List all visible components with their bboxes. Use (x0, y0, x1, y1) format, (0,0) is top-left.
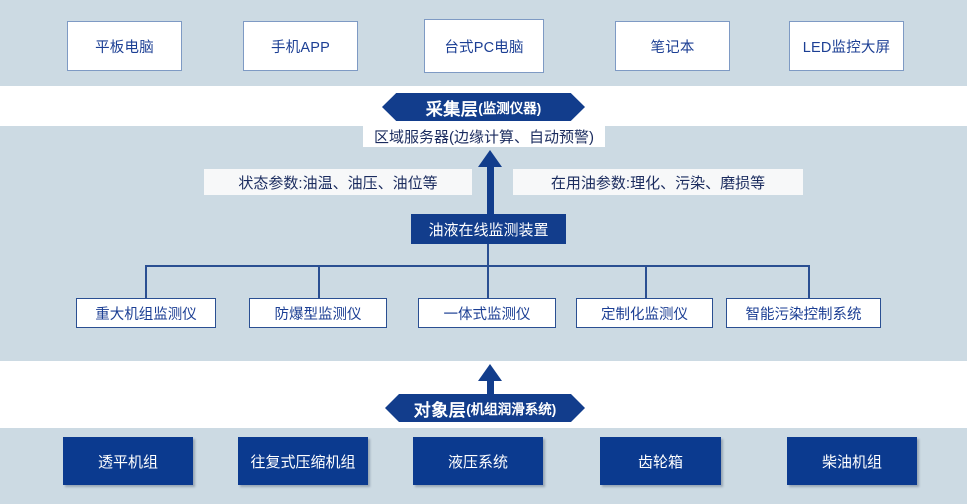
client-label: 笔记本 (650, 39, 695, 56)
client-box-led-wall[interactable]: LED监控大屏 (789, 21, 904, 71)
object-layer-arrow-head (478, 364, 502, 381)
bus-drop-5 (808, 265, 810, 298)
object-layer-arrow-shaft (487, 379, 494, 400)
client-box-desktop-pc[interactable]: 台式PC电脑 (424, 19, 544, 73)
online-oil-monitoring-device-box[interactable]: 油液在线监测装置 (411, 214, 566, 244)
hub-label: 油液在线监测装置 (428, 221, 549, 239)
regional-server-caption-text: 区域服务器(边缘计算、自动预警) (374, 128, 594, 146)
device-box-customized-monitor[interactable]: 定制化监测仪 (576, 298, 713, 328)
object-label: 透平机组 (97, 453, 158, 471)
hub-to-bus-connector (487, 244, 489, 266)
upward-flow-arrow-shaft (487, 166, 494, 214)
client-label: LED监控大屏 (802, 39, 891, 56)
client-label: 台式PC电脑 (444, 39, 524, 56)
device-label: 防爆型监测仪 (274, 306, 362, 323)
object-label: 齿轮箱 (637, 453, 683, 471)
client-box-mobile-app[interactable]: 手机APP (243, 21, 358, 71)
bus-drop-2 (318, 265, 320, 298)
device-bus-line (146, 265, 810, 267)
oil-parameters-text: 在用油参数:理化、污染、磨损等 (550, 174, 766, 192)
object-box-reciprocating-compressor[interactable]: 往复式压缩机组 (238, 437, 368, 485)
device-box-integrated-monitor[interactable]: 一体式监测仪 (418, 298, 556, 328)
bus-drop-3 (487, 265, 489, 298)
status-parameters-text: 状态参数:油温、油压、油位等 (238, 174, 438, 192)
object-label: 液压系统 (447, 453, 508, 471)
object-label: 柴油机组 (821, 453, 882, 471)
collection-layer-banner-subtitle: (监测仪器) (478, 101, 542, 116)
object-layer-banner-subtitle: (机组润滑系统) (466, 402, 557, 417)
device-label: 一体式监测仪 (443, 306, 531, 323)
device-label: 重大机组监测仪 (95, 306, 197, 323)
oil-parameters-label: 在用油参数:理化、污染、磨损等 (513, 169, 803, 195)
device-box-major-unit-monitor[interactable]: 重大机组监测仪 (76, 298, 216, 328)
object-box-diesel-generator[interactable]: 柴油机组 (787, 437, 917, 485)
bus-drop-1 (145, 265, 147, 298)
regional-server-caption: 区域服务器(边缘计算、自动预警) (363, 125, 605, 147)
object-layer-banner-title: 对象层 (413, 400, 467, 420)
collection-layer-banner: 采集层 (监测仪器) (382, 93, 585, 121)
device-label: 智能污染控制系统 (745, 306, 862, 323)
client-box-laptop[interactable]: 笔记本 (615, 21, 730, 71)
client-label: 平板电脑 (95, 39, 154, 56)
object-box-turbine-unit[interactable]: 透平机组 (63, 437, 193, 485)
object-box-hydraulic-system[interactable]: 液压系统 (413, 437, 543, 485)
object-layer-banner: 对象层 (机组润滑系统) (385, 394, 585, 422)
status-parameters-label: 状态参数:油温、油压、油位等 (204, 169, 472, 195)
device-label: 定制化监测仪 (601, 306, 688, 323)
object-box-gearbox[interactable]: 齿轮箱 (600, 437, 721, 485)
device-box-explosion-proof-monitor[interactable]: 防爆型监测仪 (249, 298, 387, 328)
client-box-tablet[interactable]: 平板电脑 (67, 21, 182, 71)
client-label: 手机APP (270, 39, 330, 56)
device-box-smart-contamination-control[interactable]: 智能污染控制系统 (726, 298, 881, 328)
upward-flow-arrow-head (478, 150, 502, 167)
bus-drop-4 (645, 265, 647, 298)
collection-layer-banner-title: 采集层 (425, 99, 479, 119)
object-label: 往复式压缩机组 (250, 453, 356, 471)
